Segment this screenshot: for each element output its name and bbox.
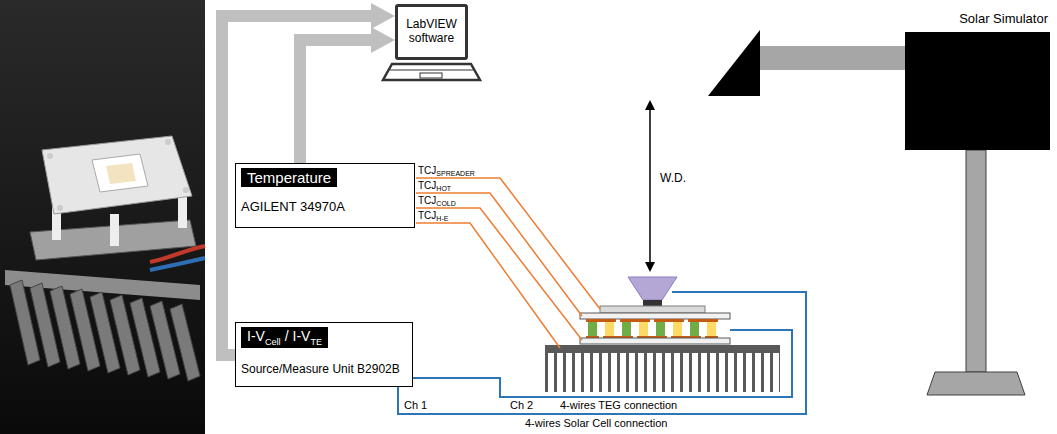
- device-stack: [643, 300, 662, 306]
- copper-strip: [654, 319, 684, 322]
- copper-strip: [688, 319, 718, 322]
- label: W.D.: [660, 172, 686, 185]
- label-text: TCJ: [418, 165, 436, 176]
- setup-photo: [110, 214, 119, 246]
- simulator-stand: [927, 372, 1025, 395]
- node-text: / I-V: [285, 328, 311, 344]
- instrument-box: TemperatureAGILENT 34970A: [235, 163, 415, 228]
- node-text: I-V: [247, 328, 265, 344]
- node-text: AGILENT 34970A: [241, 199, 409, 214]
- device-stack: [605, 322, 614, 336]
- header-band: Temperature: [241, 168, 337, 187]
- light-guide: [708, 30, 905, 96]
- node-text: LabVIEW software: [400, 18, 463, 46]
- device-stack: [588, 322, 597, 336]
- laptop-base: [383, 64, 480, 80]
- setup-photo: [165, 139, 171, 145]
- device-stack: [545, 277, 780, 392]
- node-text: Cell: [265, 337, 281, 347]
- thermocouple-wire: [416, 178, 600, 348]
- four-wire-cable: [398, 292, 806, 414]
- label-text: W.D.: [660, 171, 686, 185]
- instrument-box: I-VCell / I-VTE Source/Measure Unit B2902B: [235, 322, 413, 387]
- label: TCJHOT: [418, 180, 451, 193]
- device-stack: [545, 353, 780, 392]
- label: TCJH-E: [418, 210, 448, 223]
- node-text: Temperature: [247, 169, 331, 186]
- laptop-base: [383, 64, 480, 80]
- label: 4-wires Solar Cell connection: [525, 417, 667, 429]
- label-text: TCJ: [418, 210, 436, 221]
- setup-photo: [0, 0, 205, 434]
- setup-photo: [42, 136, 192, 214]
- copper-strip: [586, 319, 718, 338]
- setup-photo: [0, 0, 205, 434]
- laptop-base: [420, 73, 442, 78]
- device-stack: [580, 313, 730, 319]
- device-stack: [545, 345, 780, 353]
- simulator-stand: [966, 150, 986, 372]
- laptop-base: [390, 70, 473, 71]
- light-guide: [708, 30, 760, 96]
- data-arrow: [300, 40, 375, 163]
- device-stack: [690, 322, 699, 336]
- label-text: Ch 2: [510, 399, 533, 411]
- node-text: Source/Measure Unit B2902B: [241, 362, 407, 376]
- setup-photo: [106, 163, 136, 184]
- setup-photo: [92, 154, 148, 192]
- subscript: SPREADER: [436, 170, 475, 177]
- setup-photo: [57, 205, 63, 211]
- label-text: TCJ: [418, 195, 436, 206]
- subscript: HOT: [436, 185, 451, 192]
- copper-strip: [620, 319, 650, 322]
- heatsink-fins: [170, 304, 200, 381]
- device-stack: [639, 322, 648, 336]
- label: Ch 2: [510, 399, 533, 411]
- heatsink-fins: [10, 280, 200, 381]
- device-stack: [600, 306, 705, 313]
- label: TCJSPREADER: [418, 165, 475, 178]
- setup-photo: [47, 153, 53, 159]
- header-band: I-VCell / I-VTE: [241, 327, 328, 348]
- label: 4-wires TEG connection: [560, 399, 677, 411]
- label-text: Ch 1: [404, 399, 427, 411]
- thermocouple-wire: [416, 193, 582, 316]
- label: TCJCOLD: [418, 195, 456, 208]
- subscript: COLD: [436, 200, 455, 207]
- thermocouple-wire: [416, 208, 582, 340]
- working-distance-arrow: [649, 108, 651, 264]
- label-text: 4-wires Solar Cell connection: [525, 417, 667, 429]
- node-text: TE: [310, 337, 322, 347]
- subscript: H-E: [436, 215, 448, 222]
- label-text: TCJ: [418, 180, 436, 191]
- solar-simulator: Solar Simulator: [905, 32, 1050, 150]
- light-guide: [760, 46, 905, 70]
- thermocouple-wire: [416, 223, 560, 348]
- device-stack: [656, 322, 665, 336]
- label-text: 4-wires TEG connection: [560, 399, 677, 411]
- laptop-screen: LabVIEW software: [395, 4, 468, 60]
- device-stack: [628, 277, 677, 300]
- copper-strip: [586, 319, 616, 322]
- device-stack: [580, 338, 730, 344]
- simulator-stand: [927, 150, 1025, 395]
- four-wire-cable: [413, 330, 792, 397]
- setup-photo: [183, 187, 189, 193]
- four-wire-cable: [398, 292, 806, 414]
- device-stack: [622, 322, 631, 336]
- device-stack: [707, 322, 716, 336]
- label: Ch 1: [404, 399, 427, 411]
- device-stack: [673, 322, 682, 336]
- setup-photo: [150, 258, 205, 270]
- node-text: Solar Simulator: [905, 11, 1050, 27]
